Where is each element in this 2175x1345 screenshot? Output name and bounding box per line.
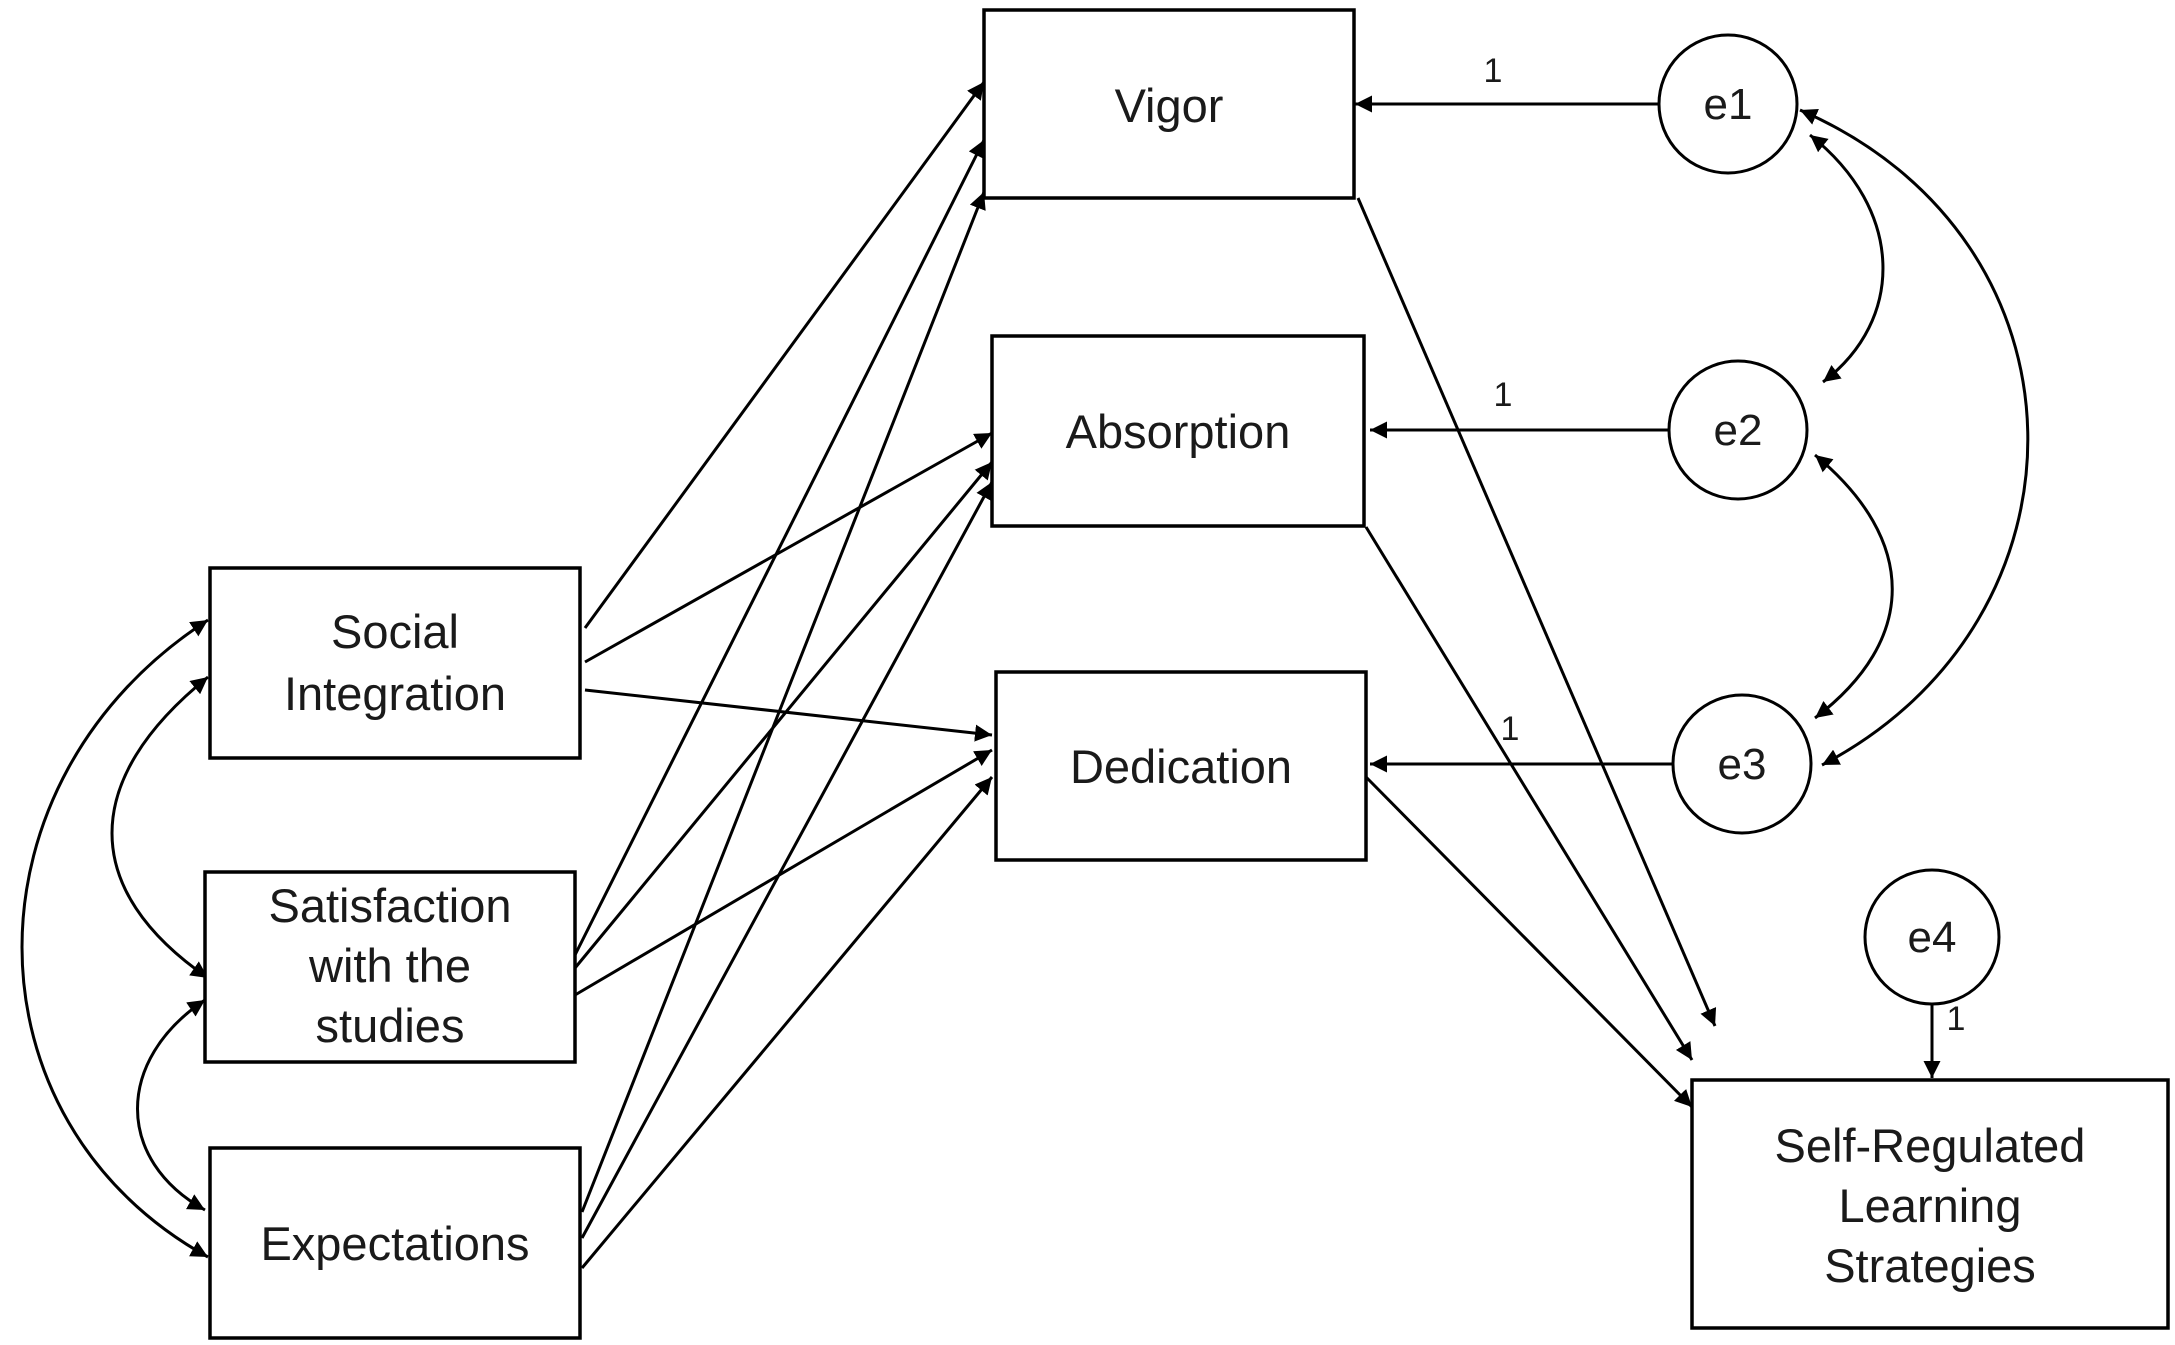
node-vigor: Vigor	[982, 8, 1356, 200]
absorption-label: Absorption	[1066, 405, 1291, 458]
e4-label: e4	[1908, 913, 1957, 962]
cov-e1-e3	[1799, 108, 2030, 767]
satisfaction-line-3: studies	[316, 999, 465, 1052]
edges-predictors	[573, 81, 994, 1269]
satisfaction-line-2: with the	[308, 939, 471, 992]
edge-expectations-to-dedication	[580, 776, 994, 1269]
e2-label: e2	[1714, 406, 1763, 455]
edge-satisfaction-to-dedication	[574, 748, 993, 997]
vigor-label: Vigor	[1115, 79, 1224, 132]
edge-social-to-vigor	[583, 81, 986, 629]
edge-dedication-to-srl	[1364, 775, 1694, 1109]
edge-social-to-dedication	[584, 688, 993, 742]
node-e3: e3	[1671, 693, 1813, 835]
e1-label: e1	[1704, 80, 1753, 129]
edges-errors	[1355, 95, 1941, 1078]
srl-line-2: Learning	[1839, 1179, 2022, 1232]
social-line-1: Social	[331, 605, 459, 658]
node-srl: Self-Regulated Learning Strategies	[1690, 1078, 2170, 1330]
node-dedication: Dedication	[994, 670, 1368, 862]
dedication-label: Dedication	[1070, 740, 1292, 793]
satisfaction-line-1: Satisfaction	[269, 879, 512, 932]
srl-line-1: Self-Regulated	[1775, 1119, 2086, 1172]
srl-line-3: Strategies	[1824, 1239, 2036, 1292]
weight-e2-absorption: 1	[1494, 376, 1513, 414]
node-e1: e1	[1657, 33, 1799, 175]
node-absorption: Absorption	[990, 334, 1366, 528]
node-expectations: Expectations	[208, 1146, 582, 1340]
edge-satisfaction-to-absorption	[573, 461, 994, 969]
weight-e1-vigor: 1	[1484, 52, 1503, 90]
expectations-label: Expectations	[260, 1217, 529, 1270]
cov-social-satisfaction	[110, 675, 209, 980]
edge-expectations-to-absorption	[580, 481, 994, 1239]
cov-satisfaction-expectations	[136, 998, 206, 1212]
node-social-integration: Social Integration	[208, 566, 582, 760]
node-e4: e4	[1863, 868, 2001, 1006]
weight-e4-srl: 1	[1947, 1000, 1966, 1038]
weight-e3-dedication: 1	[1501, 710, 1520, 748]
cov-e1-e2	[1809, 133, 1885, 384]
edges-outcomes	[1356, 197, 1717, 1109]
cov-e2-e3	[1814, 453, 1894, 720]
edge-vigor-to-srl	[1356, 197, 1717, 1027]
e3-label: e3	[1718, 740, 1767, 789]
social-line-2: Integration	[284, 667, 506, 720]
edge-absorption-to-srl	[1364, 526, 1694, 1061]
edge-social-to-absorption	[584, 431, 993, 664]
node-satisfaction: Satisfaction with the studies	[203, 870, 577, 1064]
cov-social-expectations	[20, 618, 209, 1259]
covariances	[20, 108, 2030, 1259]
node-e2: e2	[1667, 359, 1809, 501]
edge-satisfaction-to-vigor	[573, 139, 986, 956]
edge-expectations-to-vigor	[580, 191, 986, 1213]
